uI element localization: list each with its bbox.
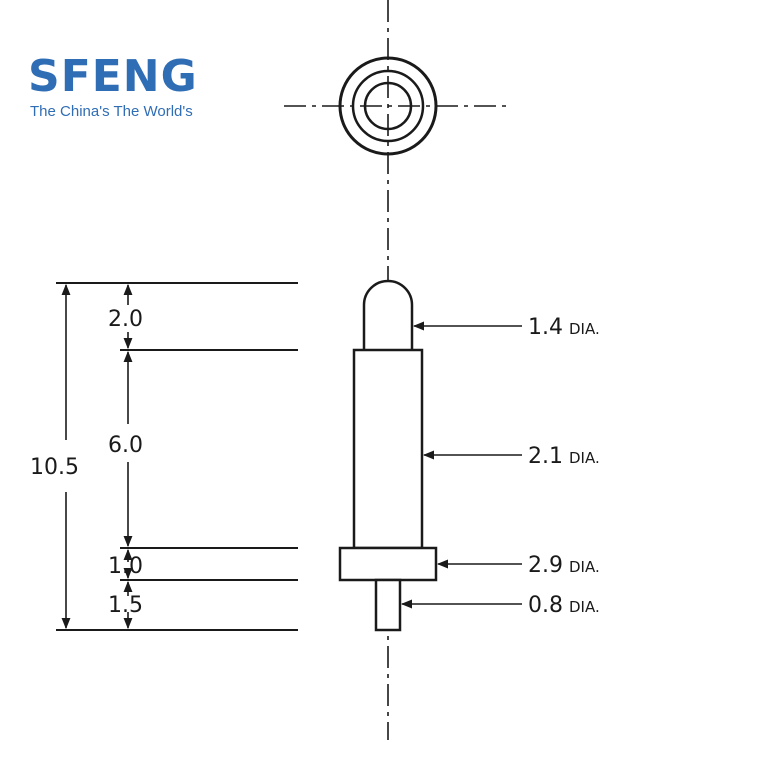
length-label-barrel: 6.0 — [108, 433, 143, 458]
overall-length-label: 10.5 — [30, 455, 79, 480]
barrel — [352, 348, 424, 550]
sfeng-logo: SFENG The China's The World's — [28, 52, 228, 124]
length-labels: 10.5 2.0 6.0 1.0 1.5 — [30, 307, 143, 618]
plunger-tip — [362, 279, 414, 350]
extension-lines — [56, 282, 298, 631]
flange — [338, 546, 438, 582]
length-label-plunger: 2.0 — [108, 307, 143, 332]
top-view-barrel-circle — [351, 69, 425, 143]
dimension-lines — [61, 283, 133, 630]
logo-wordmark: SFENG — [28, 51, 198, 102]
diameter-leaders — [400, 321, 522, 609]
pin-side-view — [338, 279, 438, 632]
tail-pin — [374, 578, 402, 632]
top-view-flange-circle — [338, 56, 438, 156]
length-label-flange: 1.0 — [108, 554, 143, 579]
logo-tagline: The China's The World's — [30, 103, 193, 120]
top-view — [338, 56, 438, 156]
length-label-tail: 1.5 — [108, 593, 143, 618]
top-view-plunger-circle — [363, 81, 413, 131]
